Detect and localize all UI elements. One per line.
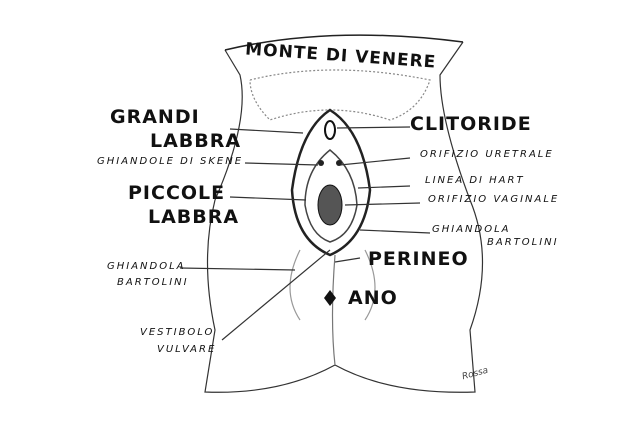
- label-ano: ANO: [348, 287, 398, 309]
- label-ghiandola-bartolini-left-2: BARTOLINI: [117, 277, 189, 288]
- label-ghiandola-bartolini-right-2: BARTOLINI: [487, 237, 559, 248]
- label-grandi-labbra: GRANDI: [110, 106, 200, 128]
- label-linea-di-hart: LINEA DI HART: [425, 175, 525, 186]
- label-piccole-labbra-2: LABBRA: [148, 206, 240, 228]
- skene-gland-icon: [336, 160, 342, 166]
- label-clitoride: CLITORIDE: [410, 113, 532, 135]
- label-orifizio-uretrale: ORIFIZIO URETRALE: [420, 149, 554, 160]
- label-orifizio-vaginale: ORIFIZIO VAGINALE: [428, 194, 560, 205]
- body-outline: [204, 41, 484, 393]
- label-ghiandole-skene: GHIANDOLE DI SKENE: [97, 156, 244, 167]
- piccole-labbra: [304, 149, 358, 243]
- label-perineo: PERINEO: [368, 248, 469, 270]
- grandi-labbra: [290, 108, 372, 257]
- ano-mark: [324, 290, 336, 306]
- label-ghiandola-bartolini-left: GHIANDOLA: [107, 261, 186, 272]
- label-grandi-labbra-2: LABBRA: [150, 130, 242, 152]
- clitoride: [324, 120, 336, 140]
- label-vestibolo-vulvare: VESTIBOLO: [140, 327, 215, 338]
- label-ghiandola-bartolini-right: GHIANDOLA: [432, 224, 511, 235]
- label-vestibolo-vulvare-2: VULVARE: [157, 344, 217, 355]
- orifizio-vaginale: [317, 184, 343, 226]
- label-piccole-labbra: PICCOLE: [128, 182, 226, 204]
- orifizio-uretrale-icon: [318, 160, 324, 166]
